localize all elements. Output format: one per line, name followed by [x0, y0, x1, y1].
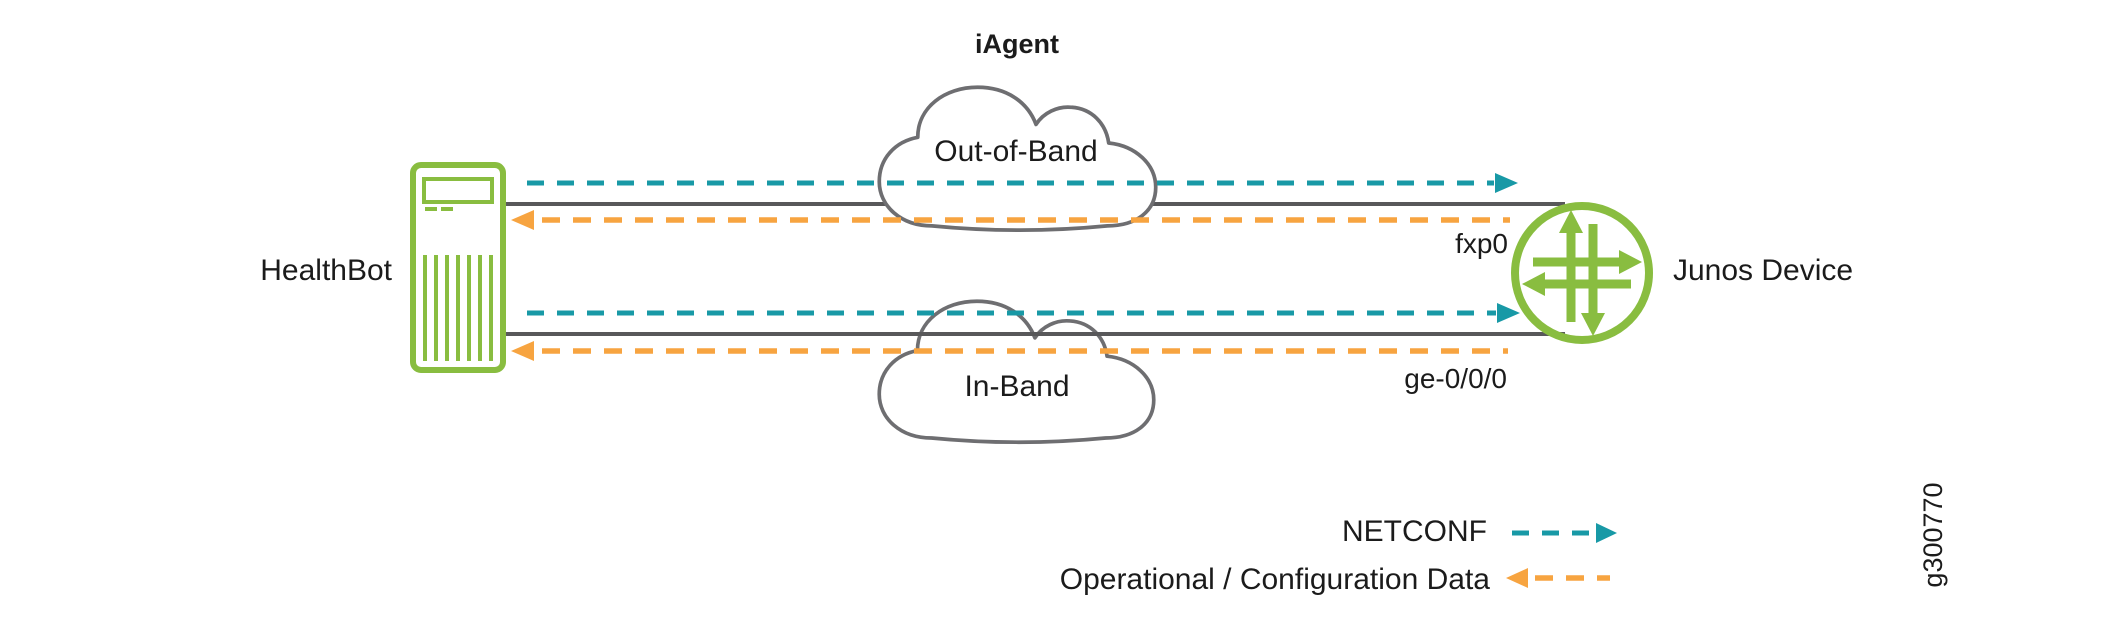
healthbot-label: HealthBot — [260, 254, 392, 287]
legend-netconf-arrow-icon — [1512, 523, 1617, 543]
in-band-cloud-label: In-Band — [964, 370, 1069, 403]
out-of-band-cloud-label: Out-of-Band — [934, 135, 1097, 168]
server-vents — [423, 255, 493, 361]
iagent-label: iAgent — [975, 29, 1059, 59]
legend-netconf-label: NETCONF — [1342, 515, 1487, 548]
figure-id-label: g300770 — [1918, 482, 1948, 587]
out-of-band-cloud-icon — [877, 85, 1158, 233]
operational-data-arrow-oob — [511, 210, 1510, 230]
in-band-cloud-icon — [877, 299, 1156, 445]
junos-device-label: Junos Device — [1673, 254, 1853, 287]
legend: NETCONF Operational / Configuration Data — [1060, 515, 1617, 596]
fxp0-interface-label: fxp0 — [1455, 228, 1508, 259]
netconf-arrow-oob — [527, 173, 1518, 193]
legend-operational-data-arrow-icon — [1506, 568, 1610, 588]
ge-0-0-0-interface-label: ge-0/0/0 — [1404, 363, 1507, 394]
healthbot-server-icon — [410, 162, 506, 373]
netconf-arrow-inband — [527, 303, 1520, 323]
server-bay — [422, 177, 494, 204]
operational-data-arrow-inband — [511, 341, 1508, 361]
junos-router-icon — [1511, 202, 1653, 344]
legend-operational-data-label: Operational / Configuration Data — [1060, 563, 1491, 596]
